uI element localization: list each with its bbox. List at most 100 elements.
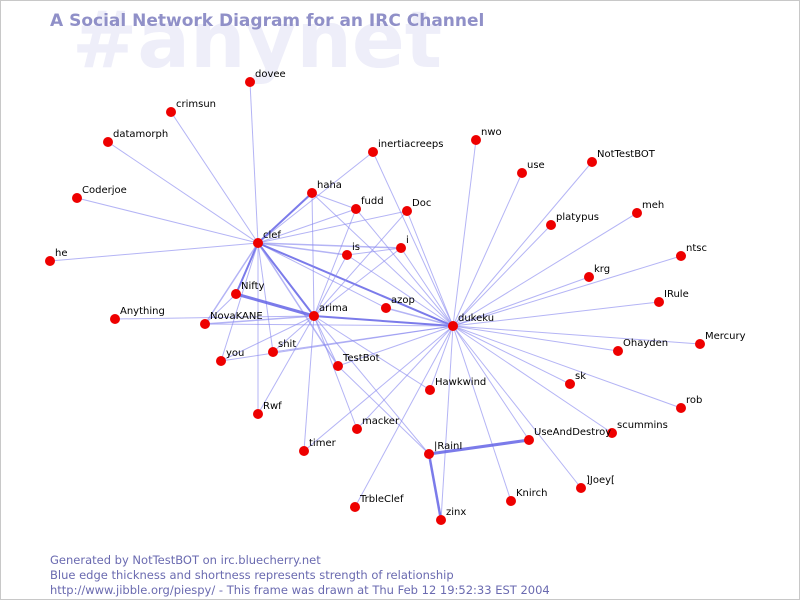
edge-clef-i bbox=[257, 242, 402, 249]
node-label: timer bbox=[309, 438, 337, 449]
footer: Generated by NotTestBOT on irc.bluecherr… bbox=[50, 553, 550, 598]
node-dot bbox=[307, 188, 317, 198]
edge-clef-Coderjoe bbox=[76, 197, 259, 244]
edge-dukeku-TrbleClef bbox=[354, 325, 454, 508]
edge-arima-Hawkwind bbox=[313, 315, 431, 391]
edge-dukeku-platypus bbox=[452, 224, 552, 327]
node-use: use bbox=[517, 160, 545, 178]
edge-arima-IRainI bbox=[313, 315, 430, 455]
node-label: dukeku bbox=[458, 313, 494, 324]
edge-dukeku-IRule bbox=[452, 301, 660, 327]
edge-clef-dovee bbox=[249, 81, 259, 244]
edge-arima-you bbox=[220, 315, 315, 362]
edge-dukeku-ntsc bbox=[452, 255, 682, 327]
node-label: azop bbox=[391, 295, 415, 306]
node-nwo: nwo bbox=[471, 127, 502, 145]
node-dot bbox=[253, 238, 263, 248]
node-arima: arima bbox=[309, 303, 348, 321]
edge-dukeku-NotTestBOT bbox=[452, 161, 593, 327]
node-knirch: Knirch bbox=[506, 488, 547, 506]
node-doc: Doc bbox=[402, 198, 431, 216]
node-dot bbox=[402, 206, 412, 216]
edge-clef-NovaKANE bbox=[204, 242, 259, 325]
node-dot bbox=[351, 204, 361, 214]
node-dot bbox=[424, 449, 434, 459]
node-label: TrbleClef bbox=[359, 494, 404, 505]
node-platypus: platypus bbox=[546, 212, 599, 230]
node-sk: sk bbox=[565, 371, 586, 389]
node-zinx: zinx bbox=[436, 507, 466, 525]
node-label: TestBot bbox=[342, 353, 380, 364]
edge-IRainI-UseAndDestroy bbox=[428, 438, 530, 456]
edge-arima-Nifty bbox=[235, 292, 315, 318]
node-dot bbox=[350, 502, 360, 512]
edge-dukeku-NovaKANE bbox=[204, 323, 454, 327]
node-anything: Anything bbox=[110, 306, 165, 324]
node-dot bbox=[546, 220, 556, 230]
node-coderjoe: Coderjoe bbox=[72, 185, 127, 203]
node-label: ntsc bbox=[686, 243, 707, 254]
node-label: datamorph bbox=[113, 129, 168, 140]
node-dot bbox=[166, 107, 176, 117]
edge-dukeku-Doc bbox=[406, 210, 454, 327]
node-dot bbox=[299, 446, 309, 456]
edge-dukeku-UseAndDestroy bbox=[452, 325, 530, 441]
node-datamorph: datamorph bbox=[103, 129, 168, 147]
edge-dukeku-Knirch bbox=[452, 325, 512, 502]
edge-arima-haha bbox=[311, 192, 315, 317]
edge-Nifty-NovaKANE bbox=[204, 293, 237, 325]
edge-dukeku-i bbox=[400, 247, 454, 327]
edge-clef-azop bbox=[257, 242, 387, 309]
node-haha: haha bbox=[307, 180, 342, 198]
node-label: crimsun bbox=[176, 99, 216, 110]
footer-link-timestamp: http://www.jibble.org/piespy/ - This fra… bbox=[50, 583, 550, 597]
edge-dukeku-krg bbox=[452, 276, 590, 327]
node-scummins: scummins bbox=[607, 420, 668, 438]
node-nifty: Nifty bbox=[231, 281, 265, 299]
node-mercury: Mercury bbox=[695, 331, 746, 349]
node-dot bbox=[200, 319, 210, 329]
node-label: he bbox=[55, 248, 68, 259]
node-novakane: NovaKANE bbox=[200, 311, 263, 329]
node-clef: clef bbox=[253, 230, 281, 248]
edge-clef-arima bbox=[257, 242, 315, 317]
node-label: zinx bbox=[446, 507, 466, 518]
node-ohayden: Ohayden bbox=[613, 338, 668, 356]
node-label: use bbox=[527, 160, 545, 171]
node-label: inertiacreeps bbox=[378, 139, 443, 150]
node-dot bbox=[587, 157, 597, 167]
edge-arima-macker bbox=[313, 315, 358, 430]
node-rob: rob bbox=[676, 395, 702, 413]
edge-arima-NovaKANE bbox=[204, 315, 315, 325]
node-label: you bbox=[226, 348, 244, 359]
node-dot bbox=[632, 208, 642, 218]
edge-clef-datamorph bbox=[107, 141, 259, 244]
edge-arima-Rwf bbox=[257, 315, 315, 415]
node-label: shit bbox=[278, 339, 296, 350]
node-dot bbox=[425, 385, 435, 395]
node-label: Mercury bbox=[705, 331, 746, 342]
edge-dukeku-use bbox=[452, 172, 523, 327]
node-trbleclef: TrbleClef bbox=[350, 494, 404, 512]
edge-dukeku-TestBot bbox=[337, 325, 454, 367]
edge-dukeku-is bbox=[346, 254, 454, 327]
node-dot bbox=[396, 243, 406, 253]
node-label: Nifty bbox=[241, 281, 265, 292]
edge-arima-is bbox=[313, 254, 348, 317]
node-label: ]Joey[ bbox=[586, 475, 615, 486]
edge-dukeku-azop bbox=[385, 307, 454, 327]
node-label: NotTestBOT bbox=[597, 149, 656, 160]
node-dot bbox=[524, 435, 534, 445]
node-irule: IRule bbox=[654, 289, 689, 307]
edge-clef-shit bbox=[257, 242, 274, 353]
edge-haha-fudd bbox=[311, 192, 357, 210]
edge-clef-Nifty bbox=[235, 242, 259, 295]
edge-arima-Anything bbox=[114, 315, 315, 320]
edge-dukeku-rob bbox=[452, 325, 682, 409]
node-label: NovaKANE bbox=[210, 311, 263, 322]
node-label: krg bbox=[594, 264, 610, 275]
node-dot bbox=[245, 77, 255, 87]
node-hawkwind: Hawkwind bbox=[425, 377, 486, 395]
edge-clef-dukeku bbox=[257, 242, 454, 327]
